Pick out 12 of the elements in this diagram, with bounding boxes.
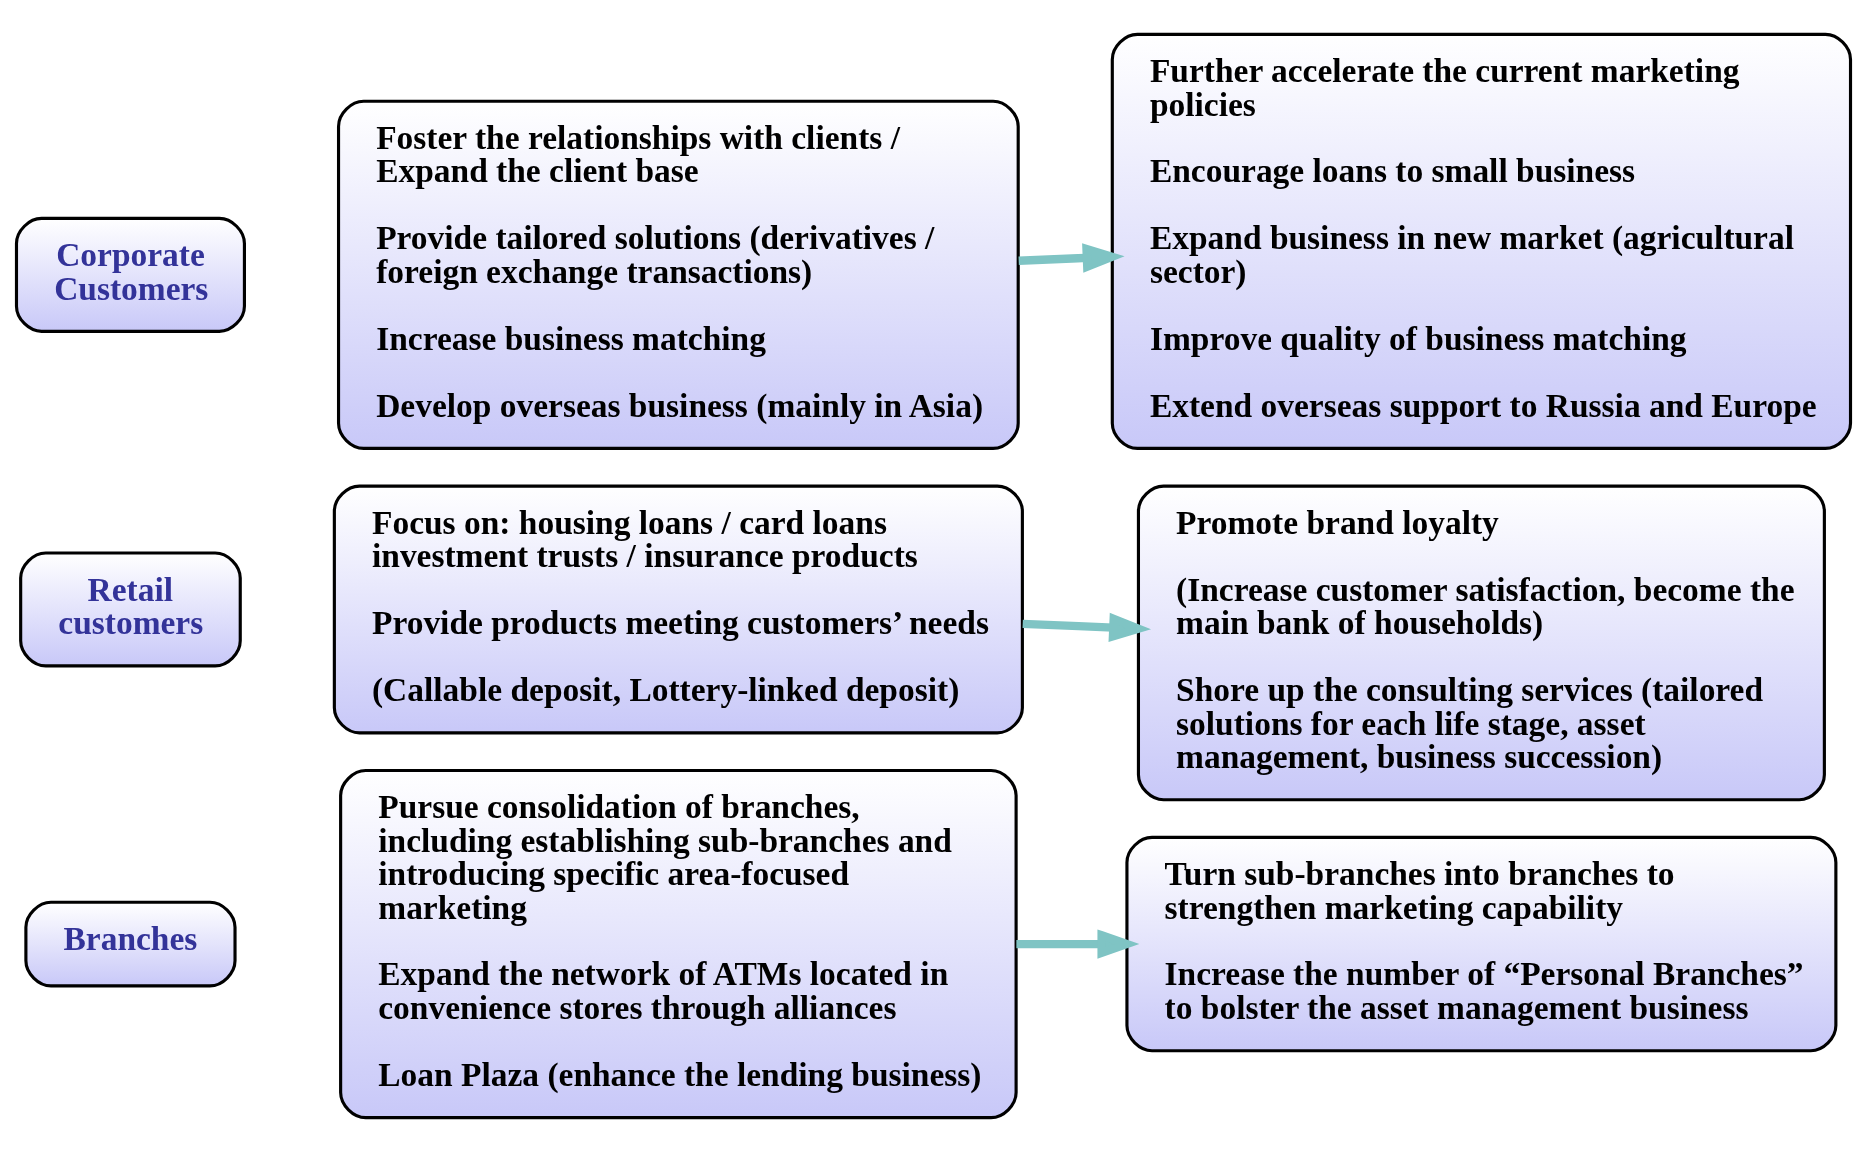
node-box: Focus on: housing loans / card loans investment trusts / insurance products Provide products meeting customers’ needs (Callable deposit, Lottery-linked deposit) <box>332 484 1024 735</box>
arrow <box>1016 929 1140 959</box>
node-box: Retail customers <box>19 551 242 668</box>
node-box: Further accelerate the current marketing policies Encourage loans to small business Expand business in new market (agricultural sector) Improve quality of business matching Extend overseas support to Russia and Europe <box>1110 32 1853 450</box>
node-box: Turn sub-branches into branches to strengthen marketing capability Increase the number of “Personal Branches” to bolster the asset management business <box>1125 835 1838 1053</box>
node-box: Pursue consolidation of branches, including establishing sub-branches and introducing specific area-focused marketing Expand the network of ATMs located in convenience stores through alliances Loan Plaza (enhance the lending business) <box>339 768 1018 1120</box>
node-box: Corporate Customers <box>14 216 246 333</box>
arrow <box>1022 612 1152 643</box>
node-box: Branches <box>24 900 237 988</box>
node-box: Promote brand loyalty (Increase customer satisfaction, become the main bank of households) Shore up the consulting services (tailored solutions for each life stage, asset management, business succession) <box>1136 484 1826 802</box>
node-box: Foster the relationships with clients / Expand the client base Provide tailored solutions (derivatives / foreign exchange transactions) Increase business matching Develop overseas business (mainly in Asia) <box>336 99 1020 450</box>
arrow <box>1018 243 1125 273</box>
